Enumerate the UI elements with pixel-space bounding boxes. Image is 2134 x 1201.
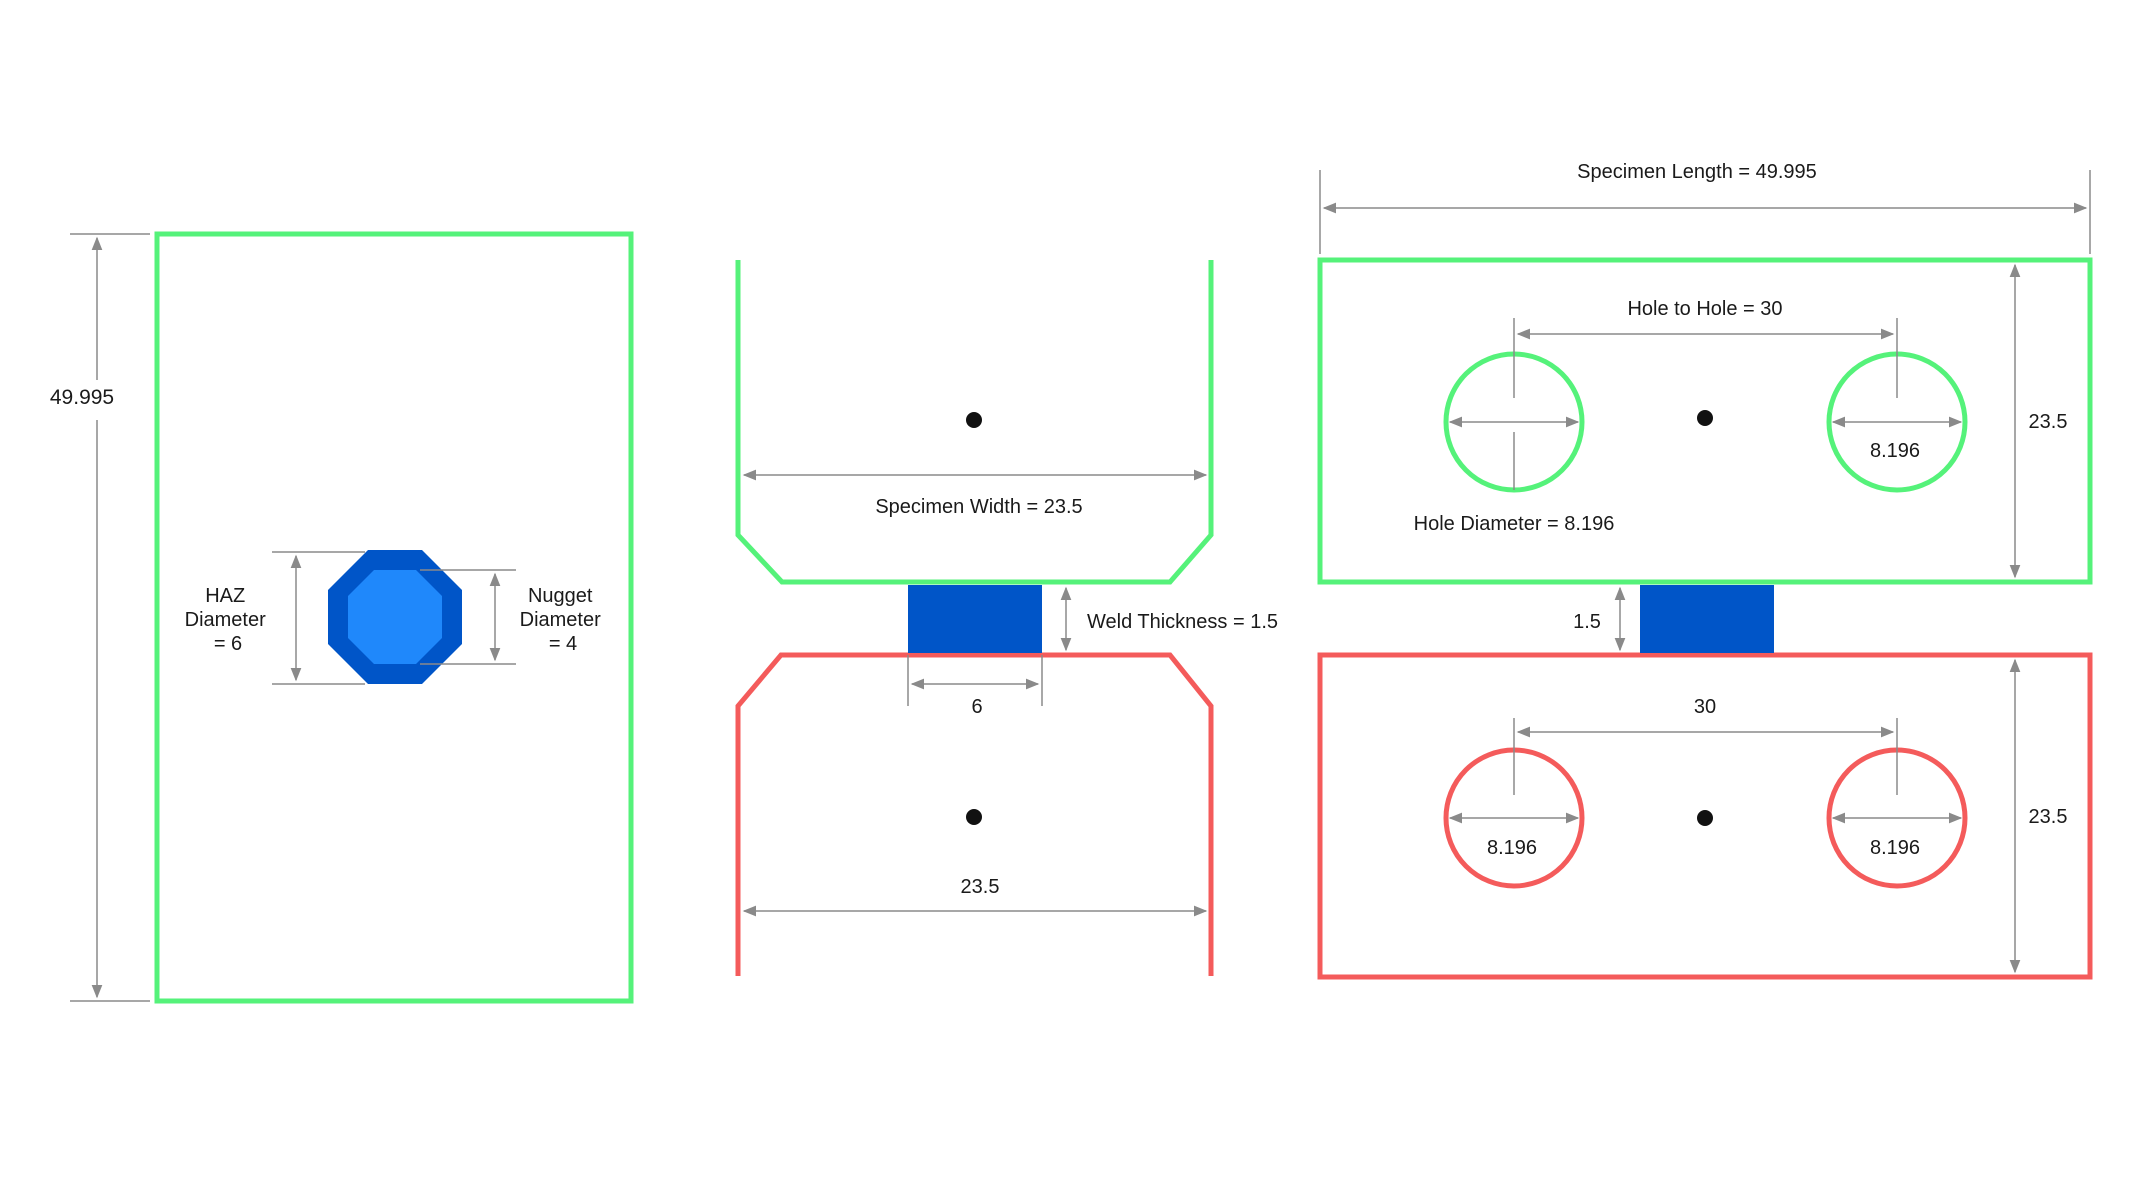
nugget-octagon	[348, 570, 442, 664]
side-view: Specimen Width = 23.5 Weld Thickness = 1…	[735, 260, 1278, 976]
end-view-lower-center-dot	[1697, 810, 1713, 826]
lower-height-label: 23.5	[2029, 806, 2068, 828]
end-view-upper-sheet	[1317, 257, 2093, 585]
top-view: 49.995 HAZ Diameter = 6 Nugget Diameter …	[50, 231, 634, 1004]
lower-right-hole-label: 8.196	[1870, 837, 1920, 859]
end-view-weld	[1640, 585, 1774, 653]
haz-label: HAZ Diameter = 6	[185, 585, 272, 655]
specimen-width-label: Specimen Width = 23.5	[875, 496, 1082, 518]
end-view-lower-sheet	[1317, 652, 2093, 980]
side-view-upper-sheet	[735, 260, 1214, 585]
nugget-label-line-1: Nugget	[528, 585, 593, 607]
upper-height-label: 23.5	[2029, 411, 2068, 433]
upper-right-hole-label: 8.196	[1870, 440, 1920, 462]
nugget-label-line-2: Diameter	[520, 609, 601, 631]
haz-label-line-3: = 6	[214, 633, 242, 655]
haz-label-line-2: Diameter	[185, 609, 266, 631]
top-view-sheet	[154, 231, 634, 1004]
lower-width-label: 23.5	[961, 876, 1000, 898]
weld-thickness-label: Weld Thickness = 1.5	[1087, 611, 1278, 633]
upper-hole-diameter-label: Hole Diameter = 8.196	[1414, 513, 1615, 535]
side-view-lower-sheet	[735, 652, 1214, 976]
lower-hole-to-hole-label: 30	[1694, 696, 1716, 718]
end-view: Specimen Length = 49.995 Hole to Hole = …	[1317, 161, 2093, 980]
nugget-label: Nugget Diameter = 4	[520, 585, 607, 655]
top-view-length-label: 49.995	[50, 386, 114, 409]
upper-hole-to-hole-label: Hole to Hole = 30	[1627, 298, 1782, 320]
weld-width-label: 6	[971, 696, 982, 718]
haz-label-line-1: HAZ	[205, 585, 245, 607]
specimen-length-label: Specimen Length = 49.995	[1577, 161, 1817, 183]
end-view-upper-center-dot	[1697, 410, 1713, 426]
gap-label: 1.5	[1573, 611, 1601, 633]
nugget-label-line-3: = 4	[549, 633, 577, 655]
side-view-lower-center-dot	[966, 809, 982, 825]
lower-left-hole-label: 8.196	[1487, 837, 1537, 859]
side-view-weld	[908, 585, 1042, 653]
side-view-upper-center-dot	[966, 412, 982, 428]
